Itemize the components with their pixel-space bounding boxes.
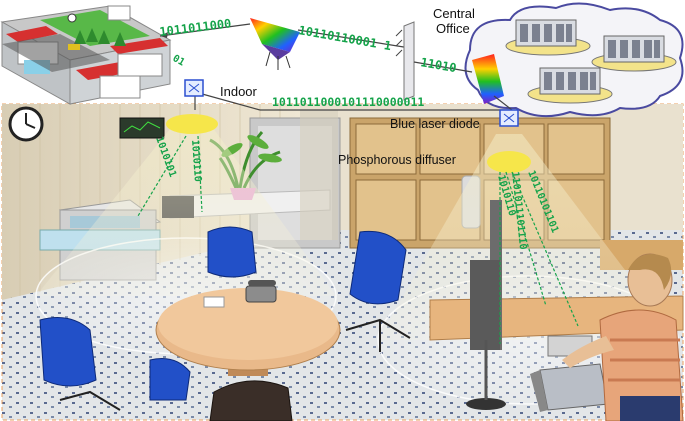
data-arrow — [137, 135, 579, 344]
clock-icon — [8, 106, 44, 142]
link-line — [159, 23, 251, 37]
bitstream: 1011011000101110000011 — [272, 95, 424, 109]
bitstream: 11010 — [419, 55, 457, 75]
server-stack — [505, 19, 591, 56]
person-icon — [562, 253, 684, 421]
phone-icon — [245, 280, 277, 303]
laser-diode — [166, 79, 218, 134]
chair — [39, 226, 407, 401]
server-stack — [527, 67, 613, 104]
city-block — [0, 5, 172, 105]
central-office-cloud: Central Office — [433, 2, 684, 118]
server-stack — [591, 35, 677, 72]
bitstream: 1011011000 — [159, 16, 232, 39]
prism-icon — [472, 54, 504, 104]
diffuser-label: Phosphorous diffuser — [338, 153, 456, 167]
round-table — [155, 288, 341, 376]
splitter — [395, 21, 415, 101]
bitstream: 10110110001 1 — [297, 23, 392, 53]
laptop-icon — [530, 363, 609, 412]
central-office-label: Central — [433, 6, 475, 21]
prism-icon — [250, 18, 300, 70]
laser-diode-label: Blue laser diode — [390, 117, 480, 131]
bitstream: 01 — [171, 53, 187, 69]
central-office-label: Office — [436, 21, 470, 36]
bitstream: 1010110 — [189, 139, 203, 182]
indoor-label: Indoor — [220, 84, 258, 99]
laser-diode — [487, 109, 531, 173]
indoor-room — [1, 103, 684, 421]
